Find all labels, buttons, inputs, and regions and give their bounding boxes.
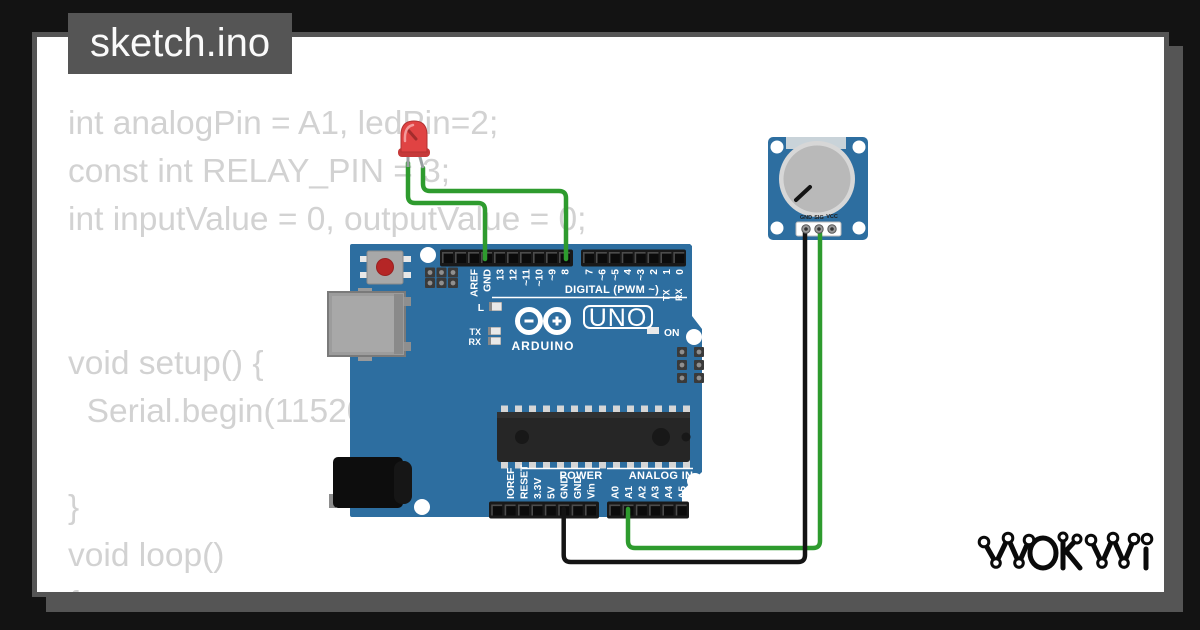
status-leds: L TX RX ON [468, 302, 679, 347]
svg-text:~11: ~11 [522, 269, 533, 286]
svg-text:ARDUINO: ARDUINO [512, 339, 575, 353]
code-line: void setup() { [68, 345, 264, 382]
svg-text:A1: A1 [624, 486, 635, 499]
atmega-chip [497, 405, 691, 469]
code-snippet: int analogPin = A1, ledPin=2; const int R… [68, 100, 587, 592]
svg-text:SIG: SIG [814, 215, 823, 221]
digital-header-left[interactable] [440, 249, 573, 267]
svg-text:3.3V: 3.3V [533, 478, 544, 499]
code-line: int inputValue = 0, outputValue = 0; [68, 201, 587, 238]
svg-text:~6: ~6 [597, 269, 608, 281]
svg-text:8: 8 [561, 269, 572, 275]
wire-gnd-to-pot-gnd[interactable] [561, 228, 808, 565]
svg-text:~10: ~10 [535, 269, 546, 287]
sketch-tab[interactable]: sketch.ino [68, 13, 293, 74]
svg-text:UNO: UNO [589, 304, 648, 332]
svg-text:~9: ~9 [548, 269, 559, 281]
code-line: } [68, 489, 80, 526]
svg-text:ON: ON [664, 328, 679, 339]
mounting-hole [686, 329, 702, 345]
mounting-hole [414, 499, 430, 515]
wire-a1-to-pot-sig[interactable] [625, 228, 823, 551]
svg-text:ANALOG IN: ANALOG IN [629, 470, 693, 482]
svg-text:7: 7 [585, 269, 596, 275]
arduino-uno-board[interactable]: AREF GND 13 12 ~11 ~10 ~9 8 7 ~6 ~5 4 ~3… [327, 244, 704, 519]
led-red[interactable] [398, 120, 430, 169]
svg-text:AREF: AREF [470, 269, 481, 297]
digital-header-right[interactable] [581, 249, 686, 267]
wokwi-logo [977, 531, 1154, 571]
svg-text:RX: RX [674, 288, 684, 301]
svg-text:A3: A3 [651, 486, 662, 499]
power-header[interactable] [489, 501, 599, 519]
mounting-hole [420, 247, 436, 263]
svg-text:VCC: VCC [826, 214, 838, 220]
code-line: const int RELAY_PIN = 3; [68, 153, 451, 190]
usb-connector [327, 288, 411, 361]
svg-text:A5: A5 [677, 486, 688, 499]
svg-text:~3: ~3 [636, 269, 647, 281]
wires [405, 160, 823, 565]
svg-text:A0: A0 [611, 486, 622, 499]
svg-text:A4: A4 [664, 486, 675, 499]
svg-text:Vin: Vin [586, 483, 597, 499]
svg-text:TX: TX [661, 289, 671, 301]
silkscreen-top-labels: AREF GND 13 12 ~11 ~10 ~9 8 7 ~6 ~5 4 ~3… [470, 269, 687, 301]
code-line: { [68, 580, 586, 592]
svg-text:RESET: RESET [520, 464, 531, 499]
svg-text:13: 13 [496, 269, 507, 281]
svg-text:5V: 5V [546, 486, 557, 499]
svg-text:4: 4 [623, 269, 634, 275]
silkscreen-bottom-labels: IOREF RESET 3.3V 5V GND GND Vin A0 A1 A2… [506, 464, 693, 499]
code-line: void loop() [68, 537, 225, 574]
svg-text:RX: RX [468, 337, 481, 347]
svg-text:TX: TX [469, 327, 481, 337]
power-jack [329, 457, 412, 508]
reset-button[interactable] [360, 250, 411, 285]
wire-led-anode-to-pin8[interactable] [420, 165, 569, 262]
svg-text:A2: A2 [637, 486, 648, 499]
svg-text:IOREF: IOREF [506, 468, 517, 499]
svg-text:DIGITAL (PWM ~): DIGITAL (PWM ~) [565, 284, 659, 296]
svg-text:0: 0 [675, 269, 686, 275]
pot-indicator [794, 185, 812, 202]
svg-text:GND: GND [800, 215, 812, 221]
svg-text:12: 12 [509, 269, 520, 281]
pot-pins[interactable] [801, 224, 837, 234]
analog-header[interactable] [607, 501, 689, 519]
wire-led-cathode-to-gnd[interactable] [405, 160, 488, 262]
svg-text:~5: ~5 [610, 269, 621, 281]
svg-text:GND: GND [573, 476, 584, 499]
code-line: int analogPin = A1, ledPin=2; [68, 105, 499, 142]
sketch-tab-label: sketch.ino [90, 21, 271, 65]
svg-text:L: L [478, 303, 484, 314]
arduino-logo: ARDUINO [512, 307, 575, 353]
svg-text:POWER: POWER [559, 470, 602, 482]
svg-text:GND: GND [483, 269, 494, 292]
svg-text:2: 2 [649, 269, 660, 275]
svg-text:GND: GND [560, 476, 571, 499]
svg-text:1: 1 [662, 269, 673, 275]
uno-label: UNO [583, 304, 653, 332]
